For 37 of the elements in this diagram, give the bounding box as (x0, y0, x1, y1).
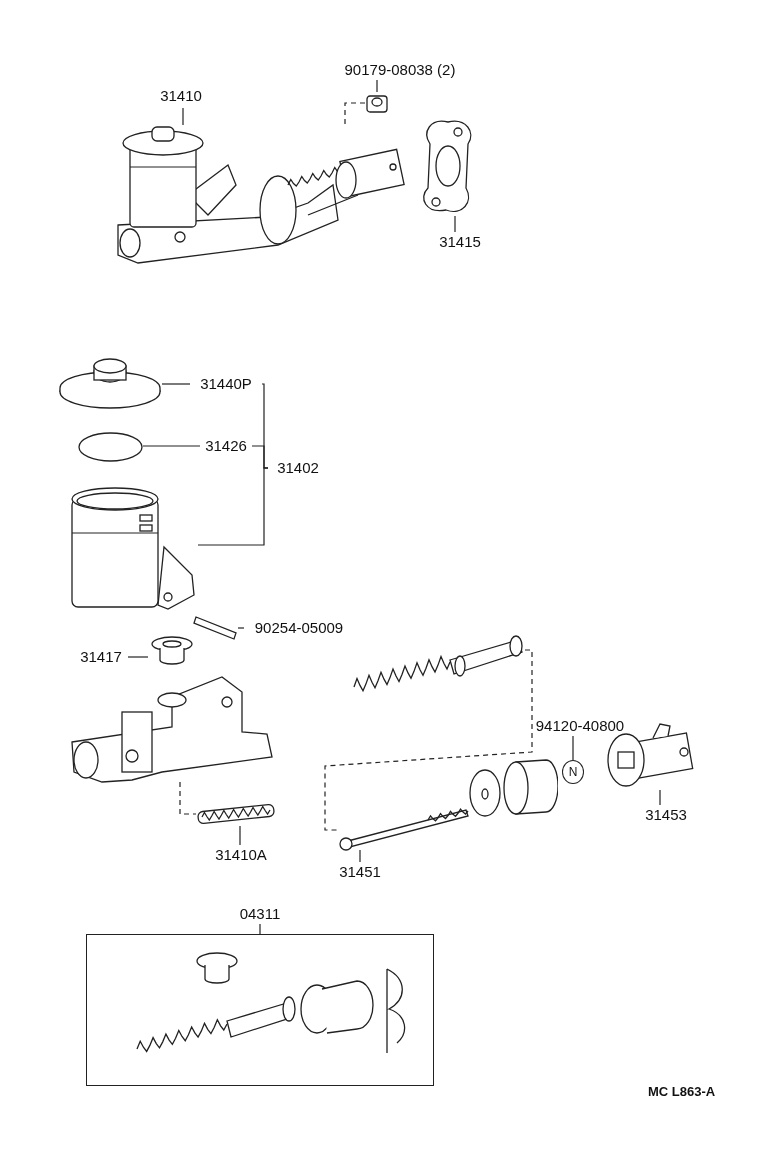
leader-line (359, 849, 361, 863)
leader-line (239, 825, 241, 846)
part-number: 90254-05009 (244, 618, 354, 638)
part-number: 31410A (208, 845, 274, 865)
reservoir-cap-drawing (58, 358, 162, 410)
part-number: 31453 (640, 805, 692, 825)
part-number: 94120-40800 (528, 716, 632, 736)
nut-drawing (365, 92, 389, 114)
leader-line (659, 789, 661, 806)
seal-drawing (78, 432, 143, 462)
piston-spring-drawing (350, 632, 525, 694)
drawing-code: MC L863-A (648, 1084, 716, 1099)
assembly-line (344, 102, 366, 126)
part-number: 31402 (268, 458, 328, 478)
leader-line (182, 107, 184, 126)
part-number: 31440P (190, 374, 262, 394)
kit-part-number: 04311 (238, 904, 282, 924)
part-number: 31410 (150, 86, 212, 108)
part-number: 31415 (430, 232, 490, 252)
leader-line (376, 79, 378, 93)
reservoir-drawing (68, 487, 198, 612)
part-number: 31417 (74, 647, 128, 667)
leader-line (127, 656, 149, 658)
leader-line (572, 735, 574, 761)
leader-line (142, 445, 201, 447)
part-number: 90179-08038 (2) (325, 60, 475, 80)
leader-line (237, 627, 245, 629)
leader-line (197, 467, 269, 546)
leader-line (454, 215, 456, 233)
leader-line (161, 383, 191, 385)
nut-drawing: N (562, 760, 584, 784)
grommet-drawing (148, 636, 196, 666)
assembly-line (324, 649, 533, 831)
pin-drawing (192, 615, 238, 641)
part-number: 31451 (331, 862, 389, 882)
assembly-line (179, 781, 197, 815)
part-number: 31426 (200, 436, 252, 456)
